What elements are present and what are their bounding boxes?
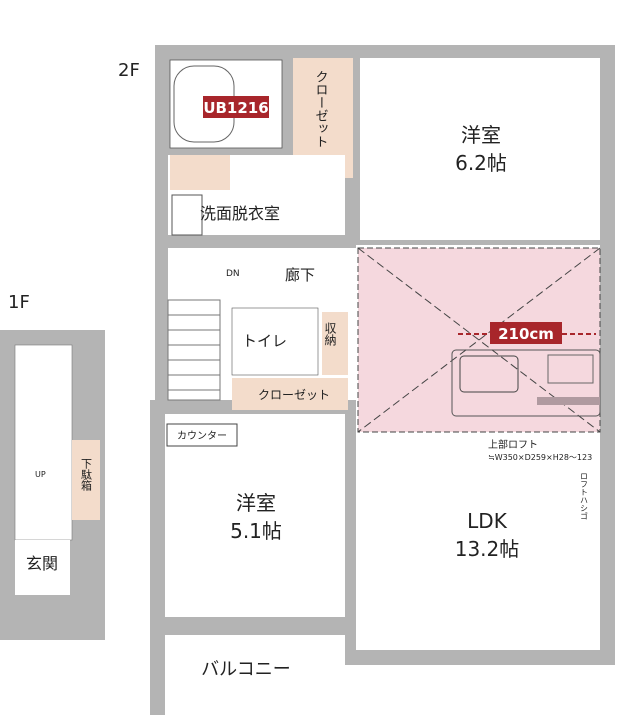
kitchen-counter: [451, 349, 601, 417]
storage[interactable]: [322, 312, 348, 375]
counter-label: カウンター: [177, 430, 227, 442]
room-a-size: 6.2帖: [455, 151, 507, 175]
washroom-shelf: [170, 155, 230, 190]
western-room-a: [360, 58, 600, 240]
counter: [166, 423, 238, 447]
width-badge: [490, 322, 562, 344]
sink: [459, 355, 519, 393]
hood: [537, 397, 600, 405]
ladder-label: ロフトハシゴ: [580, 472, 589, 520]
shoe-box[interactable]: [72, 440, 100, 520]
closet-mid[interactable]: [232, 378, 348, 410]
western-room-b: [165, 414, 345, 617]
washroom-label: 洗面脱衣室: [200, 204, 280, 223]
bath-badge-text: UB1216: [203, 99, 268, 117]
bath-badge: [203, 96, 269, 118]
room-b-size: 5.1帖: [230, 519, 282, 543]
closet-top-label: クローゼット: [313, 70, 329, 148]
balcony-label: バルコニー: [201, 659, 291, 680]
up-label: UP: [35, 470, 46, 479]
stairs-1f: [14, 344, 73, 541]
shoe-box-label: 下駄箱: [80, 458, 93, 492]
entrance-label: 玄関: [26, 554, 58, 573]
loft-dims: ≒W350×D259×H28～123: [488, 453, 592, 462]
room-b-name: 洋室: [236, 491, 276, 515]
closet-mid-label: クローゼット: [258, 388, 330, 402]
floor-2f-label: 2F: [118, 60, 140, 81]
staircase: [167, 299, 221, 401]
width-badge-text: 210cm: [498, 325, 554, 343]
floor-1f-label: 1F: [8, 292, 30, 313]
balcony: [165, 635, 345, 715]
entrance: [15, 540, 70, 595]
ldk-size: 13.2帖: [455, 537, 520, 561]
room-a-name: 洋室: [461, 123, 501, 147]
stove: [547, 354, 594, 384]
toilet-room: [231, 307, 319, 376]
ldk-name: LDK: [467, 509, 508, 533]
wash-basin: [171, 194, 203, 236]
hallway-label: 廊下: [285, 266, 315, 284]
toilet-label: トイレ: [242, 332, 287, 350]
down-label: DN: [226, 269, 240, 279]
storage-label: 収納: [323, 322, 337, 346]
loft-label: 上部ロフト: [488, 438, 538, 451]
